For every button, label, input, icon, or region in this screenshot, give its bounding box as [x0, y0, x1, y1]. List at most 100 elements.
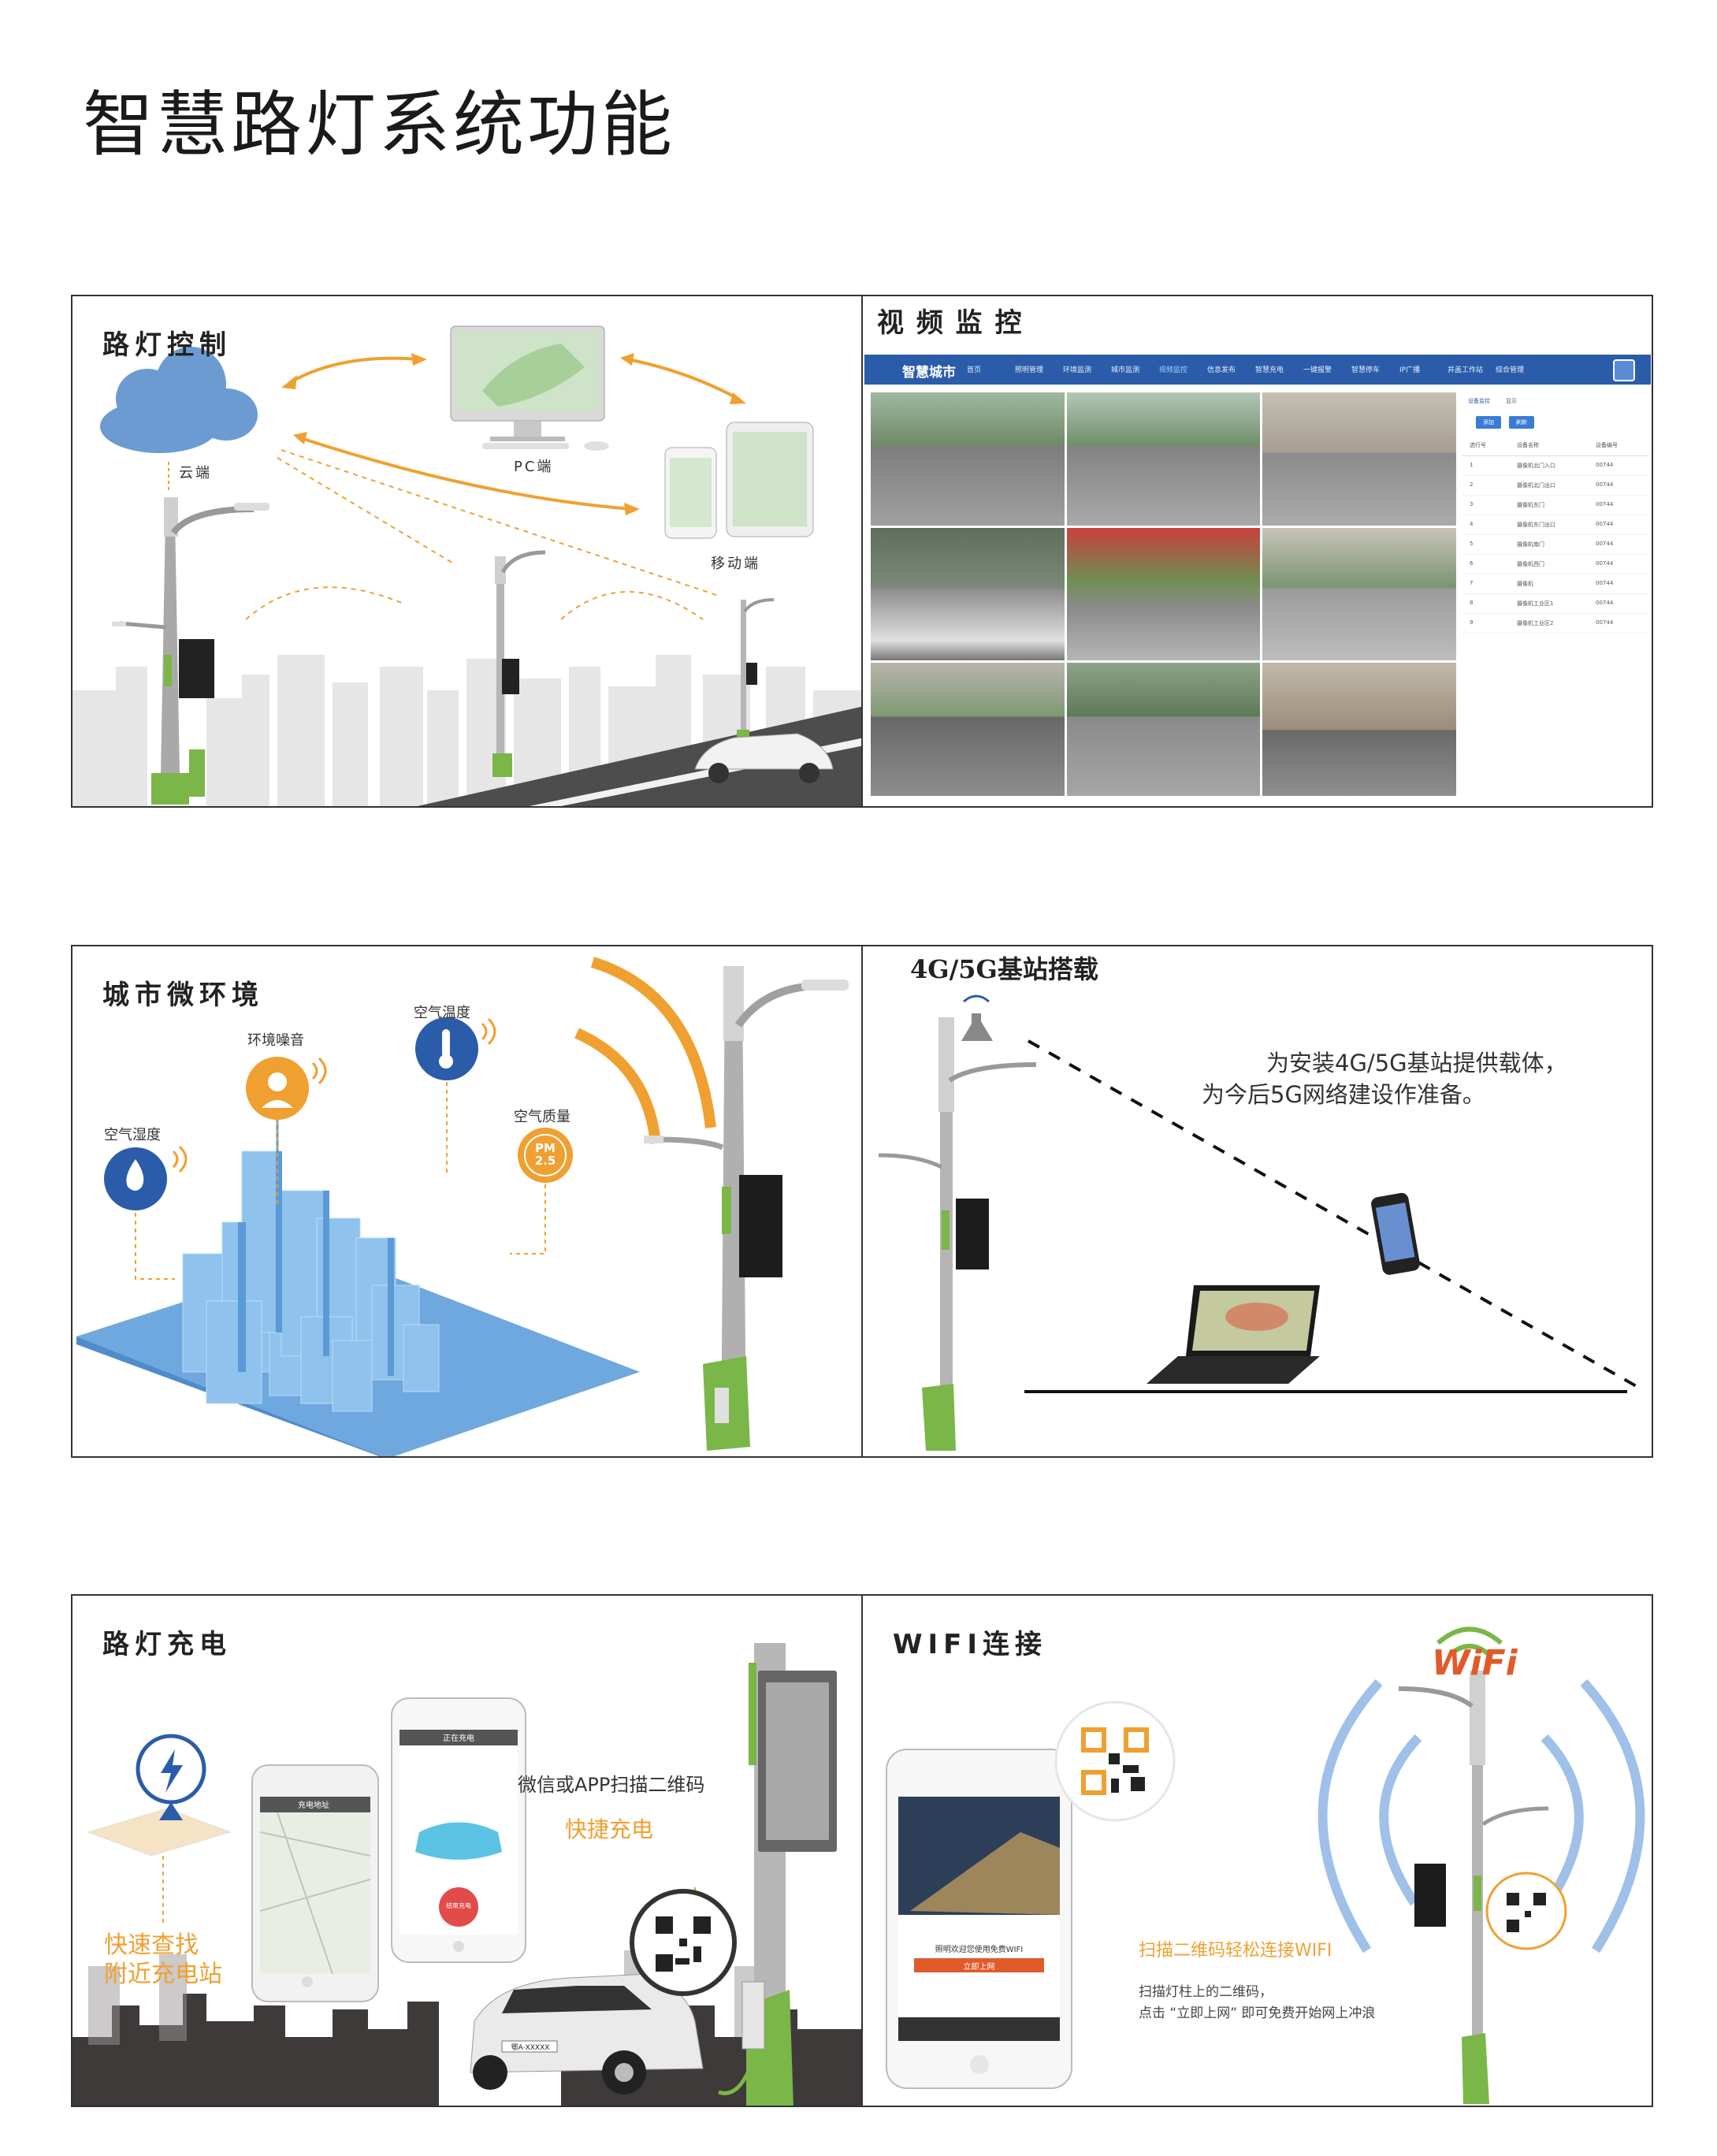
pole-qr-bubble	[1485, 1872, 1567, 1950]
nav-item[interactable]: 城市监测	[1111, 366, 1140, 374]
wifi-desc-line1: 扫描灯柱上的二维码，	[1139, 1984, 1273, 2000]
base-station-desc-line2: 为今后5G网络建设作准备。	[1202, 1081, 1485, 1108]
find-station-line2: 附近充电站	[104, 1961, 222, 1988]
table-cell: 摄像机北门出口	[1517, 482, 1555, 489]
qr-code-bubble	[630, 1889, 737, 1996]
col-header: 设备名称	[1517, 442, 1539, 448]
nav-item[interactable]: 信息发布	[1207, 366, 1236, 374]
wifi-headline: 扫描二维码轻松连接WIFI	[1139, 1941, 1332, 1961]
wifi-desc-line2: 点击 “立即上网” 即可免费开始网上冲浪	[1139, 2005, 1376, 2021]
portal-welcome: 照明欢迎您使用免费WIFI	[935, 1946, 1024, 1954]
nav-item[interactable]: 智慧停车	[1351, 366, 1381, 374]
nav-item[interactable]: 照明管理	[1015, 366, 1044, 374]
table-cell: 00744	[1596, 600, 1614, 606]
panel-wifi: WIFI连接	[861, 1594, 1653, 2107]
mobile-devices-icon	[664, 422, 814, 539]
table-cell: 摄像机东门	[1517, 502, 1544, 508]
streetlight-control-illustration	[72, 325, 861, 806]
smart-pole	[644, 966, 849, 1451]
nav-item[interactable]: 首页	[967, 366, 982, 374]
base-station-desc-line1: 为安装4G/5G基站提供载体，	[1266, 1050, 1567, 1076]
quick-charge-text: 快捷充电	[565, 1816, 654, 1842]
wifi-logo: WiFi	[1432, 1643, 1518, 1683]
smart-pole	[878, 1017, 1037, 1451]
urban-environment-illustration	[76, 957, 849, 1456]
camera-feed[interactable]	[1066, 392, 1261, 526]
antenna-icon	[961, 994, 993, 1041]
table-cell: 00744	[1596, 481, 1614, 488]
panel-title: WIFI连接	[893, 1629, 1048, 1660]
panel-title: 路灯充电	[102, 1629, 232, 1660]
table-cell: 00744	[1596, 619, 1614, 626]
app-name: 智慧城市	[902, 365, 956, 381]
phone2-header: 正在充电	[443, 1734, 474, 1743]
charging-map-icon	[87, 1734, 232, 1857]
smart-pole-medium	[492, 550, 546, 777]
page-title: 智慧路灯系统功能	[83, 84, 675, 166]
camera-feed[interactable]	[1262, 392, 1456, 526]
phone-wifi-portal	[886, 1749, 1072, 2089]
camera-feed[interactable]	[1066, 527, 1261, 661]
car-icon	[694, 733, 834, 783]
smart-pole-small	[737, 598, 775, 747]
panel-title: 视 频 监 控	[877, 307, 1024, 339]
nav-item[interactable]: 井盖工作站	[1448, 366, 1484, 374]
temperature-icon	[415, 1017, 496, 1080]
col-header: 选行号	[1470, 442, 1486, 448]
stop-charging-button[interactable]: 结束充电	[446, 1902, 471, 1909]
tab-display[interactable]: 显示	[1506, 398, 1517, 404]
table-cell: 8	[1470, 600, 1474, 606]
base-station-illustration	[878, 994, 1640, 1451]
camera-feed[interactable]	[1262, 527, 1456, 661]
tab-device-monitor[interactable]: 设备监控	[1468, 398, 1490, 404]
panel-streetlight-control: 路灯控制	[71, 295, 863, 808]
panel-video-surveillance: 视 频 监 控 智慧城市 首页 照明管理 环境监测 城市监测 视频监控 信息发布…	[861, 295, 1653, 808]
nav-item[interactable]: 综合管理	[1496, 366, 1525, 374]
camera-feed[interactable]	[1262, 663, 1456, 796]
charging-pole	[718, 1643, 837, 2106]
nav-item[interactable]: IP广播	[1399, 366, 1421, 374]
nav-item[interactable]: 视频监控	[1159, 366, 1188, 374]
wifi-signal-icon	[1436, 1626, 1503, 1657]
nav-item[interactable]: 一键报警	[1303, 366, 1332, 374]
cloud-icon	[100, 347, 258, 453]
smart-pole-large	[112, 497, 269, 805]
find-station-line1: 快速查找	[104, 1931, 199, 1959]
temperature-label: 空气温度	[414, 1005, 470, 1021]
humidity-icon	[104, 1145, 188, 1210]
go-online-button[interactable]: 立即上网	[963, 1963, 995, 1972]
mobile-label: 移动端	[711, 556, 760, 572]
nav-item[interactable]: 环境监测	[1063, 366, 1092, 374]
add-button[interactable]: 添加	[1476, 416, 1501, 429]
table-cell: 00744	[1596, 560, 1614, 567]
camera-feed[interactable]	[871, 392, 1065, 526]
camera-grid	[871, 392, 1456, 796]
table-cell: 摄像机南门	[1517, 541, 1544, 548]
col-header: 设备编号	[1596, 442, 1618, 448]
smartphone-icon	[1371, 1192, 1420, 1275]
user-avatar-icon[interactable]	[1613, 359, 1635, 381]
table-cell: 00744	[1596, 541, 1614, 547]
camera-feed[interactable]	[1066, 663, 1261, 796]
table-cell: 摄像机工业区1	[1517, 600, 1554, 607]
qr-code-bubble	[1054, 1701, 1176, 1822]
table-row[interactable]: 8 摄像机工业区1 00744	[1462, 594, 1649, 614]
noise-icon	[246, 1057, 327, 1120]
nav-item[interactable]: 智慧充电	[1255, 366, 1284, 374]
smart-pole	[1398, 1671, 1549, 2104]
phone-map-app	[251, 1764, 379, 2002]
refresh-button[interactable]: 刷新	[1509, 416, 1534, 429]
camera-feed[interactable]	[871, 527, 1065, 661]
noise-label: 环境噪音	[247, 1032, 304, 1049]
wifi-illustration	[886, 1626, 1645, 2104]
camera-feed[interactable]	[871, 663, 1065, 796]
panel-base-station: 4G/5G基站搭载	[861, 945, 1653, 1458]
